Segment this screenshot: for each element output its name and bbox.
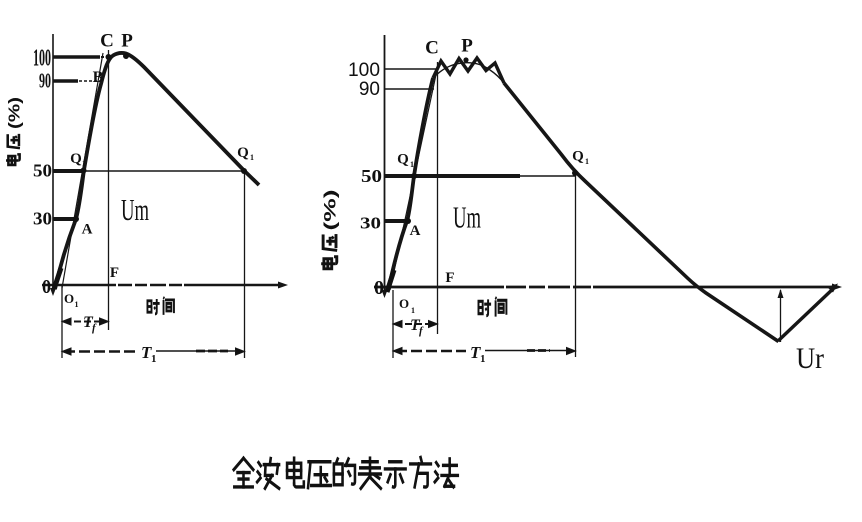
svg-text:T: T [410,317,421,334]
svg-text:1: 1 [480,353,486,365]
svg-text:T: T [83,314,94,331]
svg-text:O: O [399,296,409,311]
svg-text:0: 0 [42,276,51,298]
svg-text:T: T [470,343,481,362]
svg-text:90: 90 [39,69,51,93]
svg-text:B: B [93,69,104,86]
svg-text:(%): (%) [7,97,24,129]
svg-text:1: 1 [151,353,157,365]
svg-text:1: 1 [250,153,254,162]
svg-text:1: 1 [411,306,415,315]
svg-text:50: 50 [33,161,52,181]
svg-text:100: 100 [33,46,51,72]
svg-text:Q: Q [70,151,82,167]
svg-text:A: A [410,223,421,239]
svg-text:Q: Q [572,149,584,165]
svg-text:O: O [64,291,74,306]
svg-text:C: C [425,38,439,59]
svg-text:Q: Q [237,145,249,161]
svg-text:f: f [92,322,97,334]
svg-text:100: 100 [348,60,380,81]
svg-text:f: f [419,325,424,337]
svg-text:F: F [445,270,454,286]
svg-text:1: 1 [82,159,86,168]
svg-text:A: A [82,222,93,238]
svg-text:Q: Q [397,152,409,168]
svg-text:(%): (%) [321,190,340,231]
svg-text:Um: Um [121,192,149,227]
svg-text:Ur: Ur [796,342,824,375]
svg-text:1: 1 [585,157,589,166]
svg-text:30: 30 [360,214,381,233]
svg-text:Um: Um [453,200,481,235]
svg-text:1: 1 [75,300,79,309]
svg-text:F: F [110,265,119,281]
svg-text:0: 0 [374,277,384,299]
svg-text:T: T [141,343,152,362]
svg-text:C: C [100,31,114,52]
svg-text:1: 1 [410,160,414,169]
svg-text:90: 90 [359,79,380,100]
svg-text:30: 30 [33,209,52,229]
svg-text:P: P [461,36,473,57]
svg-text:50: 50 [361,166,382,186]
svg-text:P: P [121,31,133,52]
